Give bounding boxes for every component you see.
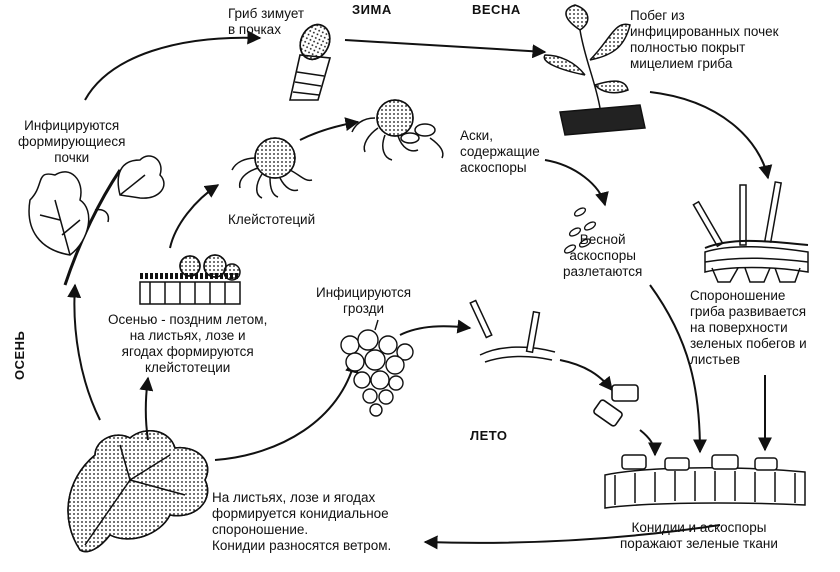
season-winter: ЗИМА <box>352 2 392 17</box>
season-summer: ЛЕТО <box>470 428 508 443</box>
label-shoot-covered: Побег из инфицированных почек полностью … <box>630 8 779 71</box>
arrow-cluster-to-hyphae <box>399 319 472 336</box>
label-cleistothecia-form: Осенью - поздним летом, на листьях, лозе… <box>108 312 268 375</box>
season-autumn: ОСЕНЬ <box>12 330 27 380</box>
arrow-ascospores-to-tissue <box>649 284 707 454</box>
ascospores-illustration <box>563 207 597 254</box>
label-fungus-winters: Гриб зимует в почках <box>228 6 305 37</box>
hyphae-illustration <box>469 299 556 363</box>
infected-tissue-illustration <box>604 454 806 509</box>
label-conidial-sporulation: На листьях, лозе и ягодах формируется ко… <box>212 490 392 553</box>
arrow-buds-to-winter-bud <box>84 30 262 101</box>
arrow-leaf-to-cluster <box>214 358 359 461</box>
sporulation-illustration <box>692 181 809 283</box>
infected-leaf-illustration <box>67 430 209 553</box>
infected-shoot-illustration <box>543 4 646 136</box>
arrow-tissue-to-leaf <box>423 524 721 550</box>
arrow-shoot-to-sporulation <box>649 91 773 180</box>
arrow-cleisto-to-asci <box>299 117 360 141</box>
grape-cane-buds-illustration <box>28 155 165 286</box>
arrow-leaf-to-buds <box>67 283 101 421</box>
arrow-asci-to-ascospores <box>544 159 609 207</box>
label-clusters-infected: Инфицируются грозди <box>316 285 412 316</box>
cleistothecium-illustration <box>231 137 313 199</box>
label-cleistothecium: Клейстотеций <box>228 212 316 227</box>
season-spring: ВЕСНА <box>472 2 521 17</box>
label-sporulation: Спороношение гриба развивается на поверх… <box>690 288 807 367</box>
grape-cluster-illustration <box>340 319 414 417</box>
winter-bud-illustration <box>289 23 332 101</box>
conidia-illustration <box>593 384 639 427</box>
label-asci: Аски, содержащие аскоспоры <box>460 128 540 175</box>
arrow-cleisto-stack-to-cleisto <box>169 184 220 249</box>
asci-illustration <box>351 99 444 161</box>
arrow-conidia-to-tissue <box>639 429 662 457</box>
cleistothecia-tissue-illustration <box>139 254 241 305</box>
label-tissue-infection: Конидии и аскоспоры поражают зеленые тка… <box>620 520 778 551</box>
arrow-hyphae-to-conidia <box>559 359 613 392</box>
arrow-winter-to-spring-shoot <box>344 39 547 59</box>
label-ascospores-spread: Весной аскоспоры разлетаются <box>563 232 643 279</box>
label-buds-infected: Инфицируются формирующиеся почки <box>18 118 126 165</box>
